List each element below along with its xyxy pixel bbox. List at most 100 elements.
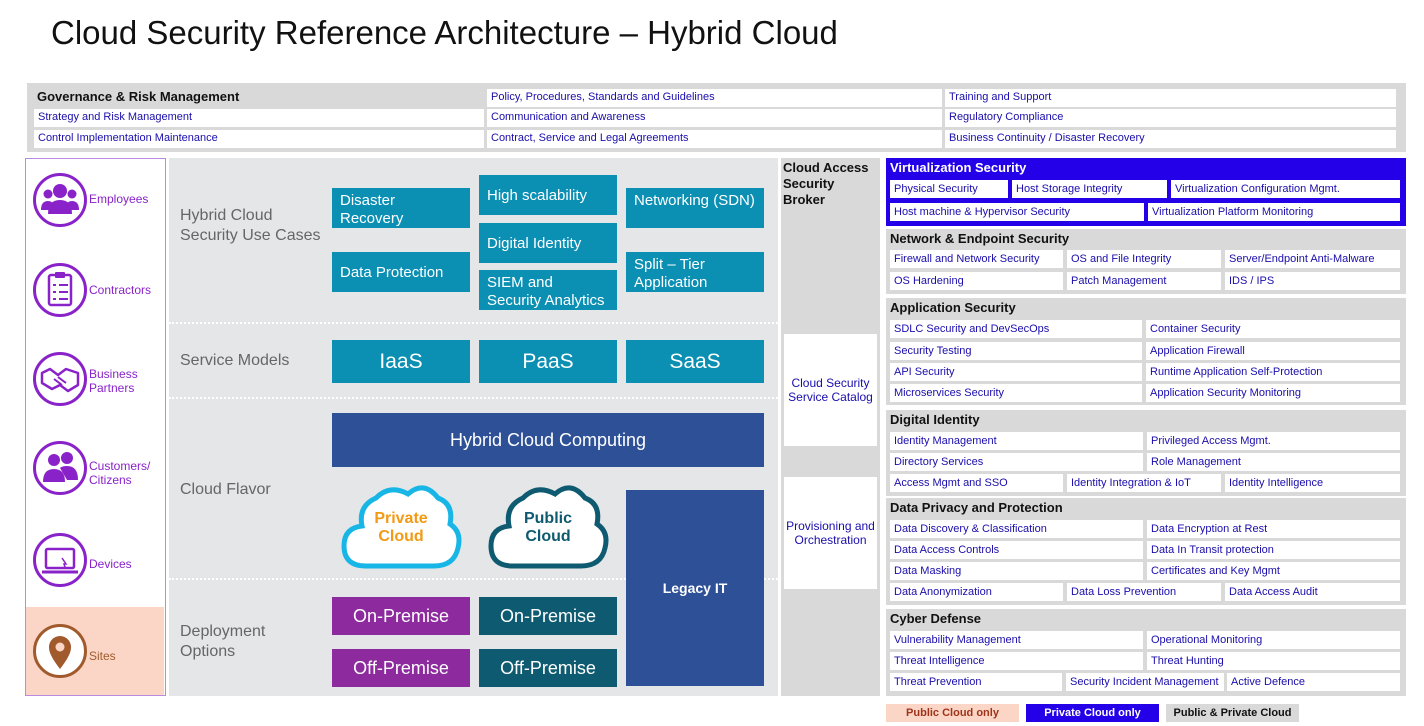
section-title: Digital Identity	[890, 412, 980, 427]
section-item: Role Management	[1147, 453, 1400, 471]
section-item: IDS / IPS	[1225, 272, 1400, 290]
public-cloud-label: Public Cloud	[523, 510, 572, 545]
section-item: Data Encryption at Rest	[1147, 520, 1400, 538]
section-item: Threat Prevention	[890, 673, 1062, 691]
use-case-high-scalability: High scalability	[479, 175, 617, 215]
use-case-digital-identity: Digital Identity	[479, 223, 617, 263]
use-case-split-tier: Split – Tier Application	[626, 252, 764, 292]
section-privacy: Data Privacy and Protection Data Discove…	[886, 498, 1406, 605]
legend-both: Public & Private Cloud	[1166, 704, 1299, 722]
section-item: Operational Monitoring	[1147, 631, 1400, 649]
section-item: OS and File Integrity	[1067, 250, 1221, 268]
section-identity: Digital Identity Identity Management Pri…	[886, 410, 1406, 496]
section-item: Firewall and Network Security	[890, 250, 1063, 268]
use-case-data-protection: Data Protection	[332, 252, 470, 292]
public-on-premise: On-Premise	[479, 597, 617, 635]
section-item: Application Security Monitoring	[1146, 384, 1400, 402]
stakeholder-sites: Sites	[26, 607, 164, 695]
stakeholder-contractors: Contractors	[26, 249, 164, 339]
private-on-premise: On-Premise	[332, 597, 470, 635]
service-catalog: Cloud Security Service Catalog	[784, 334, 877, 446]
section-item: Data In Transit protection	[1147, 541, 1400, 559]
row-divider	[169, 578, 778, 580]
service-model-iaas: IaaS	[332, 340, 470, 383]
governance-item: Contract, Service and Legal Agreements	[487, 130, 942, 148]
stakeholder-employees: Employees	[26, 159, 164, 249]
section-item: Data Access Controls	[890, 541, 1143, 559]
private-cloud-label: Private Cloud	[374, 510, 428, 545]
section-item: Certificates and Key Mgmt	[1147, 562, 1400, 580]
section-item: API Security	[890, 363, 1142, 381]
section-item: Host machine & Hypervisor Security	[890, 203, 1144, 221]
section-item: Access Mgmt and SSO	[890, 474, 1063, 492]
section-item: Runtime Application Self-Protection	[1146, 363, 1400, 381]
row-divider	[169, 397, 778, 399]
use-cases-label: Hybrid Cloud Security Use Cases	[180, 207, 321, 244]
use-case-siem: SIEM and Security Analytics	[479, 270, 617, 310]
section-application: Application Security SDLC Security and D…	[886, 298, 1406, 405]
private-off-premise: Off-Premise	[332, 649, 470, 687]
section-item: Data Discovery & Classification	[890, 520, 1143, 538]
legend-public-only: Public Cloud only	[886, 704, 1019, 722]
governance-item: Control Implementation Maintenance	[34, 130, 484, 148]
stakeholder-label: Employees	[89, 192, 149, 206]
section-item: Data Loss Prevention	[1067, 583, 1221, 601]
location-pin-icon	[33, 624, 87, 678]
stakeholder-devices: Devices	[26, 519, 164, 609]
section-network: Network & Endpoint Security Firewall and…	[886, 229, 1406, 294]
governance-item: Strategy and Risk Management	[34, 109, 484, 127]
service-model-paas: PaaS	[479, 340, 617, 383]
customers-icon	[33, 441, 87, 495]
broker-title: Cloud Access Security Broker	[783, 160, 869, 207]
section-item: Data Access Audit	[1225, 583, 1400, 601]
section-item: Vulnerability Management	[890, 631, 1143, 649]
row-divider	[169, 322, 778, 324]
private-cloud-icon: Private Cloud	[338, 474, 464, 574]
deployment-label: Deployment Options	[180, 623, 266, 660]
legend-private-only: Private Cloud only	[1026, 704, 1159, 722]
section-item: SDLC Security and DevSecOps	[890, 320, 1142, 338]
public-cloud-icon: Public Cloud	[485, 474, 611, 574]
stakeholder-label: Contractors	[89, 283, 152, 297]
section-virtualization: Virtualization Security Physical Securit…	[886, 158, 1406, 226]
cloud-flavor-label: Cloud Flavor	[180, 481, 271, 498]
hybrid-cloud-computing: Hybrid Cloud Computing	[332, 413, 764, 467]
section-item: Identity Intelligence	[1225, 474, 1400, 492]
governance-title: Governance & Risk Management	[37, 89, 240, 104]
section-item: Data Anonymization	[890, 583, 1063, 601]
section-title: Network & Endpoint Security	[890, 231, 1070, 246]
section-item: Physical Security	[890, 180, 1008, 198]
stakeholder-column: Employees Contractors Business Partners …	[25, 158, 166, 696]
governance-item: Policy, Procedures, Standards and Guidel…	[487, 89, 942, 107]
section-item: Identity Management	[890, 432, 1143, 450]
governance-item: Communication and Awareness	[487, 109, 942, 127]
section-item: Identity Integration & IoT	[1067, 474, 1221, 492]
section-item: Active Defence	[1227, 673, 1400, 691]
governance-panel: Governance & Risk Management Strategy an…	[27, 83, 1406, 152]
stakeholder-customers: Customers/ Citizens	[26, 429, 164, 519]
clipboard-icon	[33, 263, 87, 317]
section-item: Privileged Access Mgmt.	[1147, 432, 1400, 450]
use-case-disaster-recovery: Disaster Recovery	[332, 188, 470, 228]
section-item: Application Firewall	[1146, 342, 1400, 360]
section-item: Threat Hunting	[1147, 652, 1400, 670]
section-item: Host Storage Integrity	[1012, 180, 1167, 198]
public-off-premise: Off-Premise	[479, 649, 617, 687]
section-title: Data Privacy and Protection	[890, 500, 1063, 515]
stakeholder-label: Devices	[89, 557, 132, 571]
section-item: Virtualization Configuration Mgmt.	[1171, 180, 1400, 198]
section-item: Virtualization Platform Monitoring	[1148, 203, 1400, 221]
section-item: Security Testing	[890, 342, 1142, 360]
section-title: Virtualization Security	[890, 160, 1027, 175]
stakeholder-label: Sites	[89, 649, 116, 663]
section-item: Security Incident Management	[1066, 673, 1224, 691]
provisioning-orchestration: Provisioning and Orchestration	[784, 477, 877, 589]
section-item: OS Hardening	[890, 272, 1063, 290]
service-model-saas: SaaS	[626, 340, 764, 383]
section-item: Microservices Security	[890, 384, 1142, 402]
governance-item: Regulatory Compliance	[945, 109, 1396, 127]
section-item: Directory Services	[890, 453, 1143, 471]
section-title: Cyber Defense	[890, 611, 982, 626]
section-item: Patch Management	[1067, 272, 1221, 290]
section-item: Threat Intelligence	[890, 652, 1143, 670]
